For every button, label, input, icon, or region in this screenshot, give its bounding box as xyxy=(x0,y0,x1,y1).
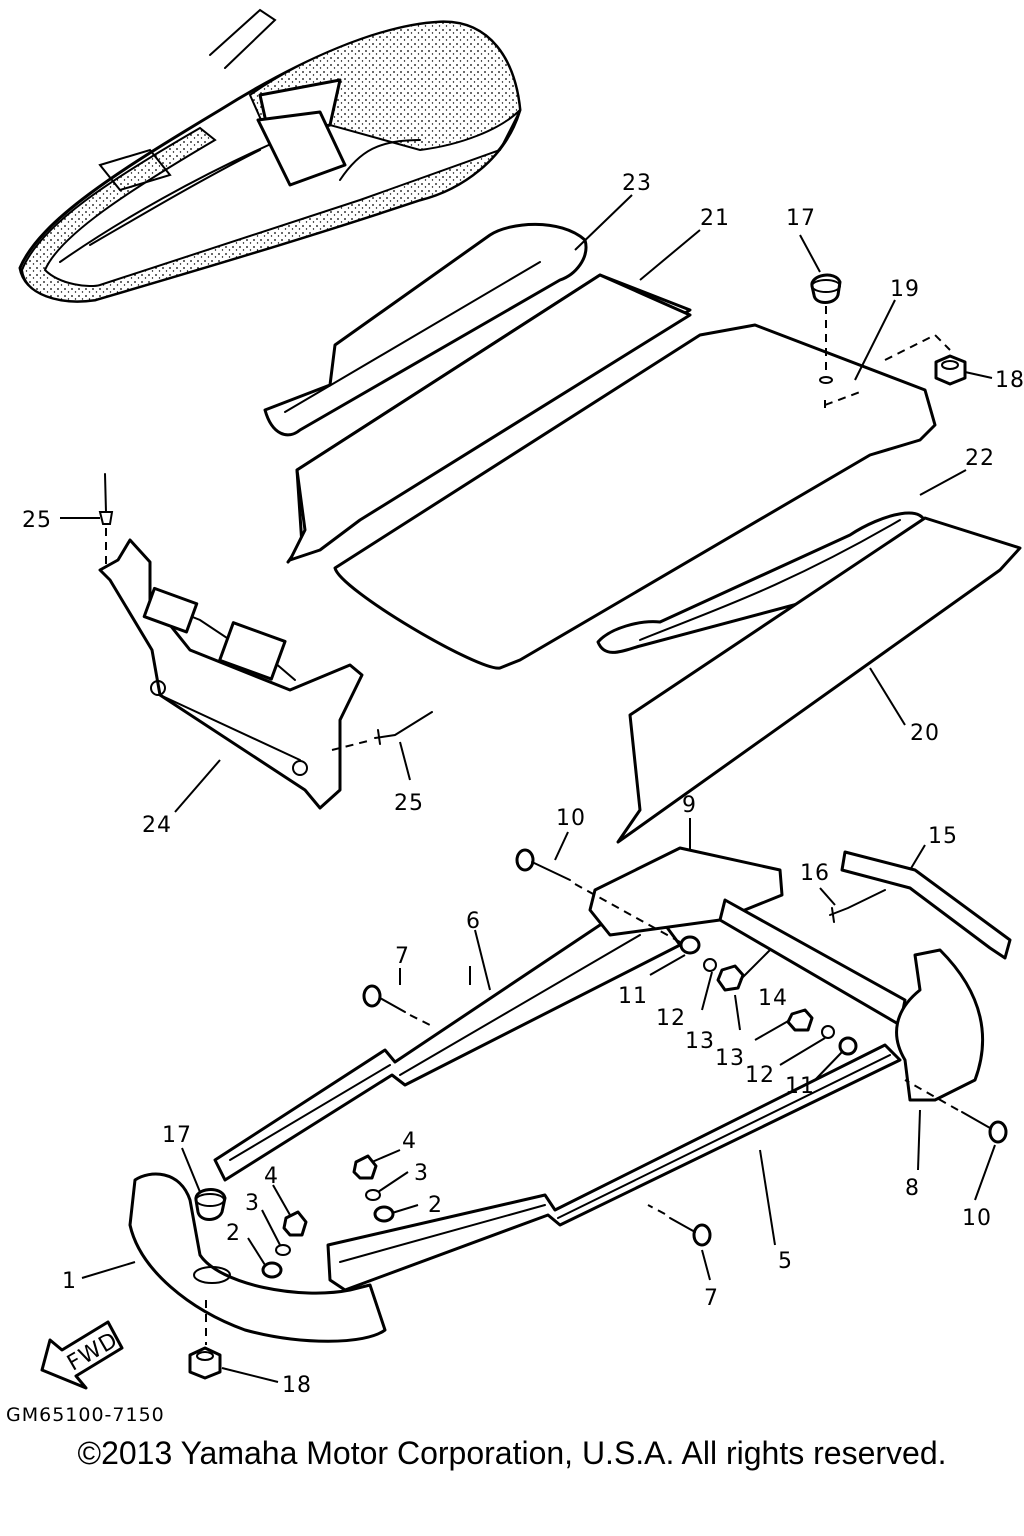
bolt-7-lower xyxy=(647,1204,712,1247)
callout-7-lower: 7 xyxy=(704,1286,719,1311)
nut-washer-stack-left xyxy=(261,1210,308,1279)
callout-11-upper: 11 xyxy=(618,984,648,1009)
callout-12-lower: 12 xyxy=(745,1063,775,1088)
mat-21 xyxy=(286,273,692,564)
nut-washer-stack-right xyxy=(352,1154,395,1223)
washers-11-12-13-lower xyxy=(786,1008,858,1056)
callout-2-left: 2 xyxy=(226,1221,241,1246)
callout-21: 21 xyxy=(700,206,730,231)
mat-23 xyxy=(263,222,588,437)
bolt-10-lower xyxy=(904,1079,1008,1144)
callout-23: 23 xyxy=(622,171,652,196)
rivet-25-top xyxy=(98,473,114,565)
bracket-8 xyxy=(895,948,985,1102)
callout-24: 24 xyxy=(142,813,172,838)
copyright-notice: ©2013 Yamaha Motor Corporation, U.S.A. A… xyxy=(77,1435,947,1471)
bolt-7-upper xyxy=(362,984,431,1026)
callout-9: 9 xyxy=(682,793,697,818)
nut-18-top xyxy=(884,333,967,386)
callout-22: 22 xyxy=(965,446,995,471)
callout-13-upper: 13 xyxy=(685,1029,715,1054)
callout-7-upper: 7 xyxy=(395,944,410,969)
callout-17-top: 17 xyxy=(786,206,816,231)
rivet-16 xyxy=(829,889,886,923)
grommet-17-top xyxy=(810,273,842,384)
washers-11-12-13-upper xyxy=(679,935,745,992)
callout-18-lower: 18 xyxy=(282,1373,312,1398)
callout-19: 19 xyxy=(890,277,920,302)
gunwale-6 xyxy=(213,916,682,1182)
guard-plate-24 xyxy=(98,538,364,810)
callout-4-right: 4 xyxy=(402,1129,417,1154)
callout-16: 16 xyxy=(800,861,830,886)
callout-labels: 23 21 17 19 18 22 20 25 24 25 9 10 15 16… xyxy=(22,171,1024,1398)
callout-1: 1 xyxy=(62,1269,77,1294)
rail-14 xyxy=(718,898,907,1027)
callout-6: 6 xyxy=(466,909,481,934)
mat-19 xyxy=(333,323,937,670)
bolt-10-upper xyxy=(515,848,681,943)
callout-8: 8 xyxy=(905,1176,920,1201)
leader-lines xyxy=(60,194,996,1383)
callout-3-right: 3 xyxy=(414,1161,429,1186)
diagram-part-code: GM65100-7150 xyxy=(6,1404,165,1426)
gunwale-5 xyxy=(326,1043,902,1292)
callout-20: 20 xyxy=(910,721,940,746)
callout-25-side: 25 xyxy=(394,791,424,816)
callout-4-left: 4 xyxy=(264,1164,279,1189)
callout-3-left: 3 xyxy=(245,1191,260,1216)
callout-25-top: 25 xyxy=(22,508,52,533)
callout-12-upper: 12 xyxy=(656,1006,686,1031)
callout-11-lower: 11 xyxy=(785,1074,815,1099)
callout-14: 14 xyxy=(758,986,788,1011)
grommet-17-lower xyxy=(194,1188,227,1221)
watercraft-overview xyxy=(18,8,522,303)
callout-2-right: 2 xyxy=(428,1193,443,1218)
rivet-25-side xyxy=(331,711,433,751)
callout-10-upper: 10 xyxy=(556,806,586,831)
callout-10-lower: 10 xyxy=(962,1206,992,1231)
mat-20 xyxy=(616,516,1022,844)
fwd-arrow: FWD xyxy=(40,1320,124,1390)
bumper-1 xyxy=(128,1172,387,1343)
callout-18-top: 18 xyxy=(995,368,1024,393)
callout-13-lower: 13 xyxy=(715,1046,745,1071)
callout-15: 15 xyxy=(928,824,958,849)
callout-17-lower: 17 xyxy=(162,1123,192,1148)
nut-18-lower xyxy=(188,1300,222,1380)
callout-5: 5 xyxy=(778,1249,793,1274)
trim-15 xyxy=(840,850,1012,960)
